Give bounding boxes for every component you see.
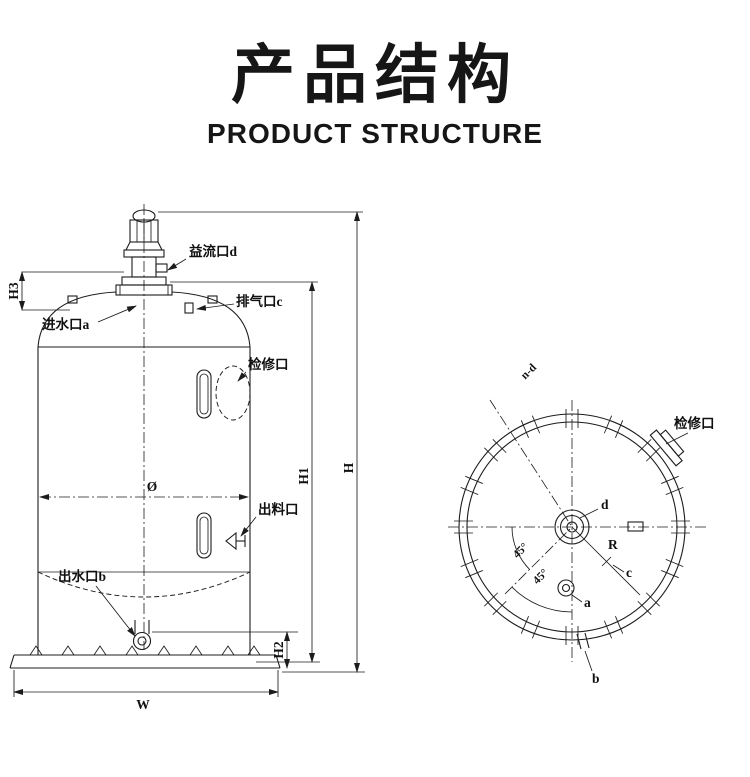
svg-text:H3: H3 [6,282,21,300]
label-manhole-top-view: 检修口 [674,415,715,431]
dim-w: W [13,670,279,712]
rim-inner-circle [466,421,678,633]
radius-line [571,526,641,596]
d-leader [579,508,599,519]
dim-h1: H1 [170,281,320,663]
port-a [557,579,575,597]
svg-text:W: W [136,697,150,712]
b-leader [584,650,593,672]
label-overflow-port: 益流口d [189,243,237,259]
a-leader [571,594,583,603]
page-subtitle: PRODUCT STRUCTURE [207,118,543,149]
manhole-flange-top-view [649,429,685,467]
sight-glass-upper [196,369,212,419]
bottom-head-hidden-line [37,571,251,598]
label-inlet-port: 进水口a [42,316,89,332]
manhole-ellipse [215,365,251,421]
manhole-leader-top-view [665,432,689,445]
agitator-motor [115,209,173,296]
side-view-leaders [95,258,257,637]
top-view-drawing: 检修口 n-d d R c a [448,361,715,686]
top-diagonal-lower-left [504,526,573,595]
angle-annotations: 45° 45° [511,526,573,613]
flange-notches [454,409,690,645]
side-view-drawing: Ø 益流口d 排气口c 进水口a 检修口 出料口 出水口b [6,204,365,712]
port-b [576,632,590,650]
skirt-base [9,572,281,669]
bottom-drain [132,620,152,651]
label-outlet-port: 出水口b [58,568,106,584]
page-title: 产品结构 [231,39,519,111]
dim-h2: H2 [152,631,298,669]
label-discharge-port: 出料口 [258,501,299,517]
label-exhaust-port: 排气口c [236,293,283,309]
c-leader [612,564,625,573]
label-d: d [601,497,609,512]
svg-text:H2: H2 [271,641,286,659]
exhaust-nozzle [184,302,194,314]
sight-glass-lower [196,512,212,559]
top-diagonal-upper-left [489,399,573,528]
dome-lug-left [67,295,78,304]
label-a: a [584,595,591,610]
label-bolt-circle: n-d [519,361,540,382]
diameter-symbol: Ø [147,479,158,494]
right-centerline-port [627,521,644,532]
rim-outer-circle [458,413,686,641]
svg-text:H: H [341,462,356,473]
dome-lug-right [207,295,218,304]
dim-h: H [158,211,365,673]
label-b: b [592,671,600,686]
label-manhole-side: 检修口 [248,356,289,372]
overflow-nozzle [155,263,168,273]
svg-text:45°: 45° [531,567,551,587]
base-gussets [29,645,261,656]
vessel-dome [37,291,251,348]
bolt-circle-tick [601,556,612,567]
vessel-shell [37,346,251,598]
label-r: R [608,537,618,552]
svg-text:H1: H1 [296,467,311,485]
dim-h3: H3 [6,271,124,311]
discharge-valve [225,531,246,551]
center-shaft-port [554,509,590,545]
label-c: c [626,565,632,580]
